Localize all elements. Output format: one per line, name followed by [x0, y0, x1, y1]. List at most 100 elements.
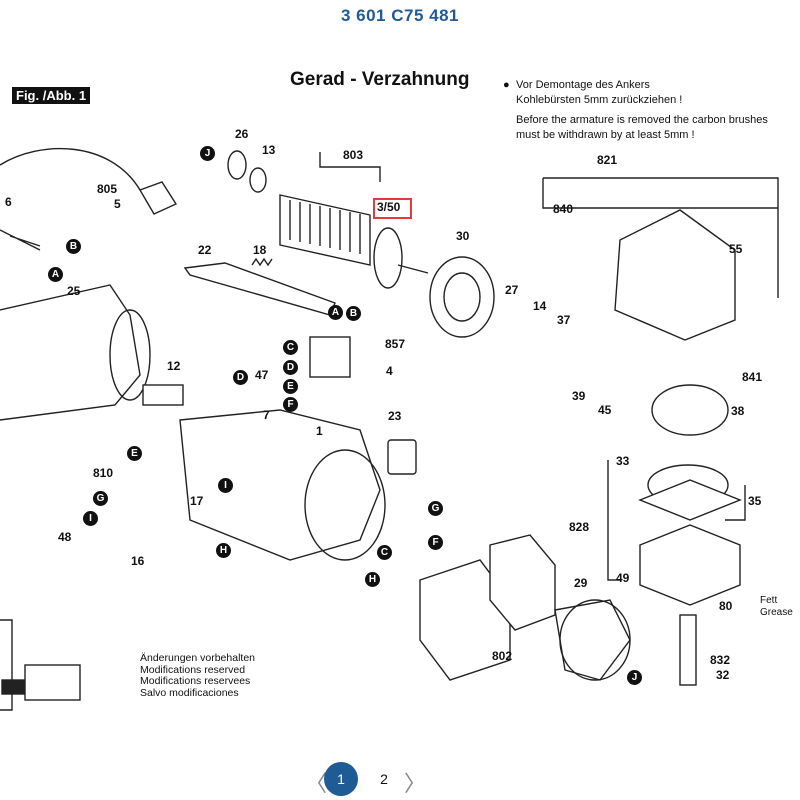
- callout-b-cord: B: [66, 239, 81, 254]
- callout-d-switch: D: [283, 360, 298, 375]
- part-number-841: 841: [742, 370, 763, 384]
- bearing-13: [249, 167, 267, 193]
- part-number-80: 80: [719, 599, 733, 613]
- part-number-47: 47: [255, 368, 269, 382]
- note-bullet: ●: [503, 79, 510, 91]
- page-2-button[interactable]: 2: [380, 771, 388, 787]
- note-german-line-2: Kohlebürsten 5mm zurückziehen !: [516, 94, 683, 106]
- document-number: 3 601 C75 481: [340, 6, 460, 25]
- callout-e-lead: E: [127, 446, 142, 461]
- armature: [279, 194, 371, 266]
- part-number-30: 30: [456, 229, 470, 243]
- wheel-guard: [554, 599, 631, 681]
- modifications-es: Salvo modificaciones: [140, 686, 239, 699]
- callout-e-switch: E: [283, 379, 298, 394]
- part-number-803: 803: [343, 148, 364, 162]
- capacitor: [142, 384, 184, 406]
- part-number-857: 857: [385, 337, 406, 351]
- power-cord: [0, 147, 141, 191]
- modifications-en: Modifications reserved: [140, 663, 246, 676]
- note-german-line-1: Vor Demontage des Ankers: [516, 79, 650, 91]
- spindle: [679, 614, 697, 686]
- highlight-box: [373, 198, 412, 219]
- callout-g-lead: G: [93, 491, 108, 506]
- highlighted-part-number: 3/50: [377, 200, 401, 214]
- note-english-line-1: Before the armature is removed the carbo…: [516, 114, 768, 126]
- part-23: [387, 439, 417, 475]
- note-english-line-2: must be withdrawn by at least 5mm !: [516, 129, 695, 141]
- part-number-17: 17: [190, 494, 204, 508]
- callout-b-switch: B: [346, 306, 361, 321]
- diagram-title: Gerad - Verzahnung: [290, 69, 470, 90]
- part-number-821: 821: [597, 153, 618, 167]
- part-number-22: 22: [198, 243, 212, 257]
- part-number-1: 1: [316, 424, 323, 438]
- callout-i-holder: I: [83, 511, 98, 526]
- part-number-4: 4: [386, 364, 393, 378]
- part-number-49: 49: [616, 571, 630, 585]
- part-number-12: 12: [167, 359, 181, 373]
- callout-a-switch: A: [328, 305, 343, 320]
- page-1-button[interactable]: 1: [324, 762, 358, 796]
- callout-a-cord: A: [48, 267, 63, 282]
- wiring-box: [24, 664, 81, 701]
- callout-j-top: J: [200, 146, 215, 161]
- fan: [429, 256, 495, 338]
- part-number-45: 45: [598, 403, 612, 417]
- part-number-18: 18: [253, 243, 267, 257]
- part-number-805: 805: [97, 182, 118, 196]
- part-number-840: 840: [553, 202, 574, 216]
- part-number-16: 16: [131, 554, 145, 568]
- callout-i-lead: I: [218, 478, 233, 493]
- part-number-6: 6: [5, 195, 12, 209]
- wiring-component: [1, 679, 25, 695]
- part-number-802: 802: [492, 649, 513, 663]
- callout-h-coil: H: [365, 572, 380, 587]
- grease-note: Fett Grease: [760, 595, 793, 618]
- callout-d-capacitor: D: [233, 370, 248, 385]
- modifications-fr: Modifications reservees: [140, 675, 251, 687]
- callout-h-lead: H: [216, 543, 231, 558]
- part-number-37: 37: [557, 313, 571, 327]
- modifications-note: Änderungen vorbehalten Modifications res…: [140, 652, 256, 699]
- figure-label: Fig. /Abb. 1: [12, 87, 91, 104]
- bearing-flange: [639, 524, 741, 606]
- part-number-828: 828: [569, 520, 590, 534]
- field-coil-b: [489, 534, 556, 631]
- field-coil-a: [419, 559, 511, 681]
- callout-f-switch: F: [283, 397, 298, 412]
- part-number-32: 32: [716, 668, 730, 682]
- part-number-39: 39: [572, 389, 586, 403]
- part-number-48: 48: [58, 530, 72, 544]
- part-number-33: 33: [616, 454, 630, 468]
- part-number-55: 55: [729, 242, 743, 256]
- callout-f-coil: F: [428, 535, 443, 550]
- callout-g-coil: G: [428, 501, 443, 516]
- grease-label: Grease: [760, 606, 793, 618]
- modifications-de: Änderungen vorbehalten: [140, 652, 256, 664]
- part-number-14: 14: [533, 299, 547, 313]
- bevel-gear: [651, 384, 729, 436]
- cord-strain: [0, 229, 41, 251]
- switch: [309, 336, 351, 378]
- callout-c-switch: C: [283, 340, 298, 355]
- previous-page-icon[interactable]: 〈: [305, 771, 328, 796]
- part-number-26: 26: [235, 127, 249, 141]
- part-number-23: 23: [388, 409, 402, 423]
- gear-head: [614, 209, 736, 341]
- motor-housing: [179, 409, 381, 561]
- part-number-29: 29: [574, 576, 588, 590]
- spring: [251, 257, 273, 267]
- switch-rod: [183, 262, 336, 316]
- part-number-13: 13: [262, 143, 276, 157]
- bearing-26: [227, 150, 247, 180]
- gasket: [638, 479, 742, 521]
- next-page-icon[interactable]: 〉: [404, 771, 427, 796]
- part-number-35: 35: [748, 494, 762, 508]
- part-number-832: 832: [710, 653, 731, 667]
- part-number-27: 27: [505, 283, 519, 297]
- pagination: 〈 1 2 〉: [0, 758, 800, 800]
- part-number-810: 810: [93, 466, 114, 480]
- plug: [138, 181, 178, 215]
- exploded-parts-drawing: [0, 147, 779, 711]
